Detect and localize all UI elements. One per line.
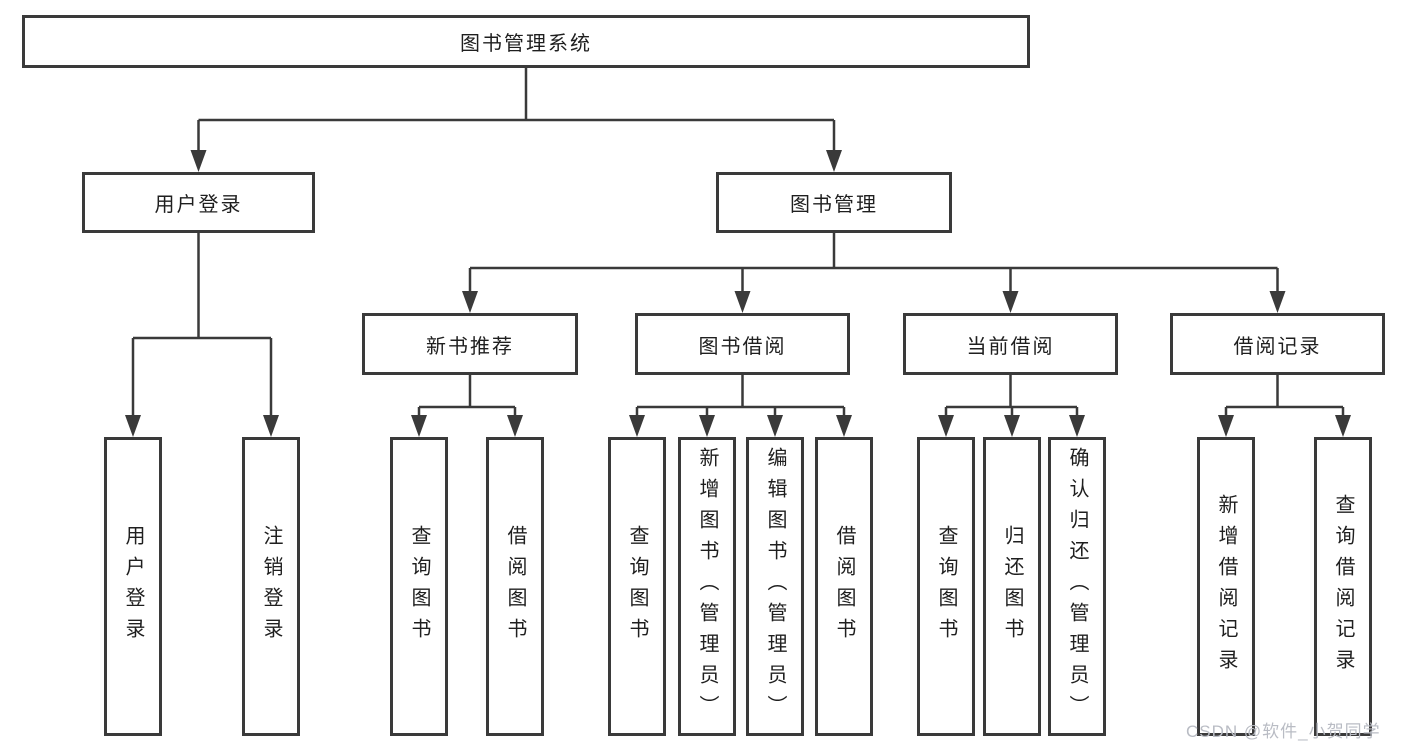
leaf-label: 归还图书 xyxy=(1001,524,1023,649)
leaf-edit-book-admin: 编辑图书（管理员） xyxy=(746,437,804,736)
node-book-borrow: 图书借阅 xyxy=(635,313,850,375)
leaf-label: 确认归还（管理员） xyxy=(1066,447,1088,726)
node-borrow-records: 借阅记录 xyxy=(1170,313,1385,375)
leaf-label: 用户登录 xyxy=(122,524,144,649)
leaf-label: 查询图书 xyxy=(408,524,430,649)
node-label: 图书借阅 xyxy=(698,335,787,358)
leaf-add-book-admin: 新增图书（管理员） xyxy=(678,437,736,736)
leaf-query-borrow-record: 查询借阅记录 xyxy=(1314,437,1372,736)
node-label: 图书管理系统 xyxy=(460,33,592,55)
leaf-label: 查询图书 xyxy=(626,524,648,649)
node-current-borrow: 当前借阅 xyxy=(903,313,1118,375)
leaf-label: 注销登录 xyxy=(260,524,282,649)
leaf-return-book: 归还图书 xyxy=(983,437,1041,736)
leaf-confirm-return-admin: 确认归还（管理员） xyxy=(1048,437,1106,736)
node-book-management: 图书管理 xyxy=(716,172,952,233)
node-label: 新书推荐 xyxy=(426,335,514,358)
leaf-add-borrow-record: 新增借阅记录 xyxy=(1197,437,1255,736)
node-label: 图书管理 xyxy=(790,194,878,216)
node-label: 当前借阅 xyxy=(966,335,1055,358)
node-label: 借阅记录 xyxy=(1233,335,1322,358)
node-label: 用户登录 xyxy=(154,194,243,216)
leaf-label: 编辑图书（管理员） xyxy=(764,447,786,726)
leaf-logout-login: 注销登录 xyxy=(242,437,300,736)
leaf-label: 新增借阅记录 xyxy=(1215,493,1237,680)
leaf-label: 新增图书（管理员） xyxy=(696,447,718,726)
leaf-borrow-books-recommend: 借阅图书 xyxy=(486,437,544,736)
leaf-query-books-borrow: 查询图书 xyxy=(608,437,666,736)
leaf-label: 查询借阅记录 xyxy=(1332,493,1354,680)
leaf-user-login: 用户登录 xyxy=(104,437,162,736)
leaf-query-books-recommend: 查询图书 xyxy=(390,437,448,736)
node-new-book-recommend: 新书推荐 xyxy=(362,313,578,375)
leaf-label: 借阅图书 xyxy=(833,524,855,649)
node-root-system: 图书管理系统 xyxy=(22,15,1030,68)
leaf-borrow-books-borrow: 借阅图书 xyxy=(815,437,873,736)
leaf-label: 借阅图书 xyxy=(504,524,526,649)
node-user-login: 用户登录 xyxy=(82,172,315,233)
csdn-watermark: CSDN @软件_小贺同学 xyxy=(1186,722,1381,741)
leaf-query-books-current: 查询图书 xyxy=(917,437,975,736)
leaf-label: 查询图书 xyxy=(935,524,957,649)
